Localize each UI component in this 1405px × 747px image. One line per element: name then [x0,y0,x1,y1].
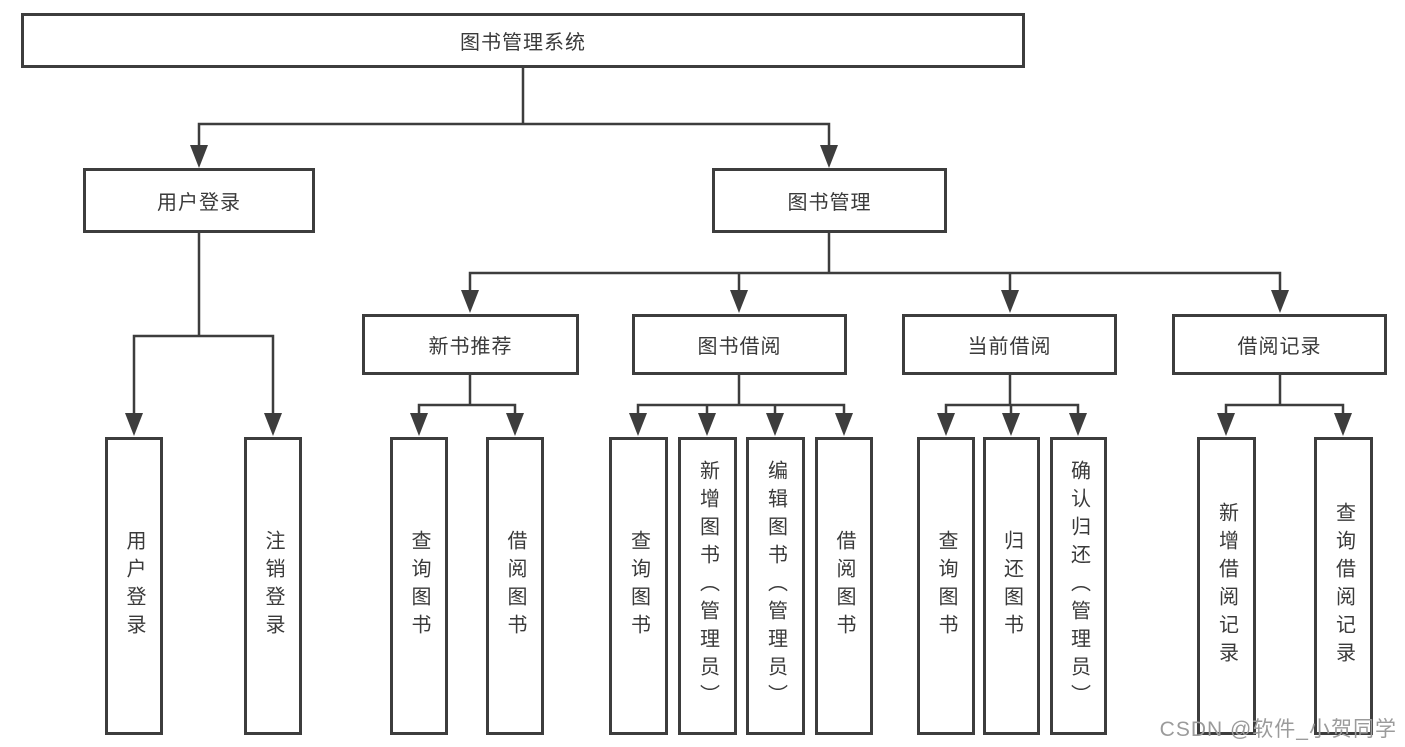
leaf-confirm-return-admin: 确认归还（管理员） [1050,437,1107,735]
leaf-label: 用户登录 [123,530,145,642]
node-library-management-system: 图书管理系统 [21,13,1025,68]
leaf-label: 查询图书 [408,530,430,642]
leaf-label: 编辑图书（管理员） [764,460,787,712]
node-label: 新书推荐 [428,336,513,358]
leaf-borrow-books: 借阅图书 [815,437,873,735]
node-current-borrowing: 当前借阅 [902,314,1117,375]
leaf-return-books: 归还图书 [983,437,1040,735]
node-label: 借阅记录 [1237,336,1322,358]
node-new-book-recommend: 新书推荐 [362,314,579,375]
leaf-add-books-admin: 新增图书（管理员） [678,437,737,735]
leaf-label: 注销登录 [262,530,284,642]
leaf-add-borrow-record: 新增借阅记录 [1197,437,1256,735]
leaf-query-borrow-record: 查询借阅记录 [1314,437,1373,735]
leaf-label: 查询图书 [627,530,650,642]
node-book-management: 图书管理 [712,168,947,233]
node-label: 当前借阅 [967,336,1052,358]
leaf-edit-books-admin: 编辑图书（管理员） [746,437,805,735]
leaf-query-books-current: 查询图书 [917,437,975,735]
node-label: 图书管理系统 [460,32,586,54]
csdn-watermark: CSDN @软件_小贺同学 [1159,718,1397,741]
leaf-query-books-borrowing: 查询图书 [609,437,668,735]
node-label: 图书管理 [787,192,872,214]
leaf-logout: 注销登录 [244,437,302,735]
leaf-label: 查询图书 [935,530,957,642]
leaf-label: 归还图书 [1000,530,1023,642]
leaf-borrow-books-recommend: 借阅图书 [486,437,544,735]
leaf-label: 借阅图书 [833,530,855,642]
node-borrowing-records: 借阅记录 [1172,314,1387,375]
leaf-label: 新增图书（管理员） [696,460,719,712]
node-book-borrowing: 图书借阅 [632,314,847,375]
node-label: 用户登录 [157,192,241,214]
leaf-label: 查询借阅记录 [1332,502,1355,670]
node-user-login: 用户登录 [83,168,315,233]
leaf-user-login: 用户登录 [105,437,163,735]
node-label: 图书借阅 [697,336,782,358]
leaf-label: 新增借阅记录 [1215,502,1238,670]
leaf-label: 借阅图书 [504,530,526,642]
leaf-label: 确认归还（管理员） [1067,460,1090,712]
leaf-query-books-recommend: 查询图书 [390,437,448,735]
